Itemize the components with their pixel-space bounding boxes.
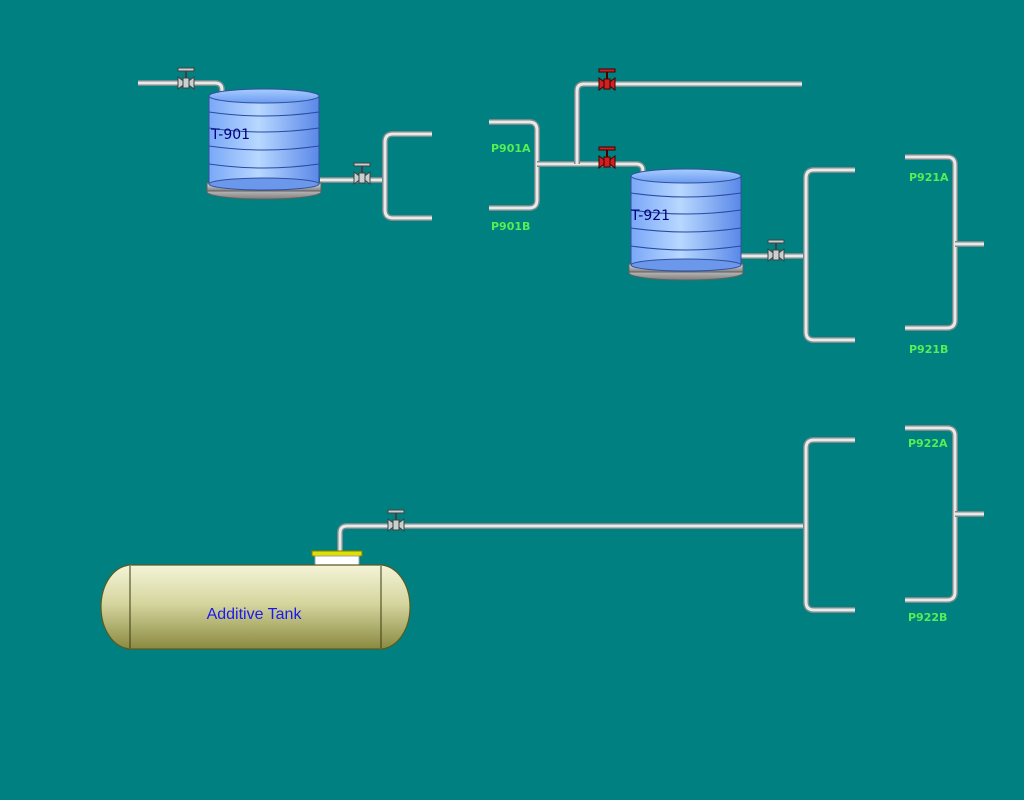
valve-t921-outlet[interactable] <box>767 239 785 262</box>
valve-t901-outlet[interactable] <box>353 162 371 185</box>
pump-p901b-label[interactable]: P901B <box>491 220 530 233</box>
pipe-top-branch <box>574 81 802 164</box>
pump-labels: P901A P901B P921A P921B P922A P922B <box>491 142 949 624</box>
pipe-header-901 <box>382 131 432 221</box>
valve-top-line[interactable] <box>598 68 616 91</box>
pipe-p922-discharge <box>905 425 984 603</box>
additive-tank-nozzle-flange <box>311 550 363 557</box>
pump-p922b-label[interactable]: P922B <box>908 611 947 624</box>
pump-p921a-label[interactable]: P921A <box>909 171 949 184</box>
valve-additive-outlet[interactable] <box>387 509 405 532</box>
additive-tank-label: Additive Tank <box>207 606 303 623</box>
pump-p922a-label[interactable]: P922A <box>908 437 948 450</box>
valve-t901-inlet[interactable] <box>177 67 195 90</box>
pipe-t901-inlet <box>138 80 225 96</box>
pump-p921b-label[interactable]: P921B <box>909 343 948 356</box>
pump-p901a-label[interactable]: P901A <box>491 142 531 155</box>
pipe-header-921 <box>803 167 855 343</box>
valve-t921-inlet[interactable] <box>598 146 616 169</box>
pipe-additive-outlet <box>337 523 806 552</box>
pipe-p901-discharge <box>489 119 646 211</box>
tank-t921-rings <box>630 192 742 251</box>
tank-t901-rings <box>208 111 320 169</box>
tank-t901[interactable]: T-901 <box>206 88 322 200</box>
tank-t901-label: T-901 <box>210 127 250 143</box>
additive-tank[interactable]: Additive Tank <box>100 550 411 650</box>
tank-t921-label: T-921 <box>630 208 670 224</box>
pipe-header-922 <box>803 437 855 613</box>
tank-t921[interactable]: T-921 <box>628 168 744 281</box>
pipe-p921-discharge <box>905 154 984 331</box>
